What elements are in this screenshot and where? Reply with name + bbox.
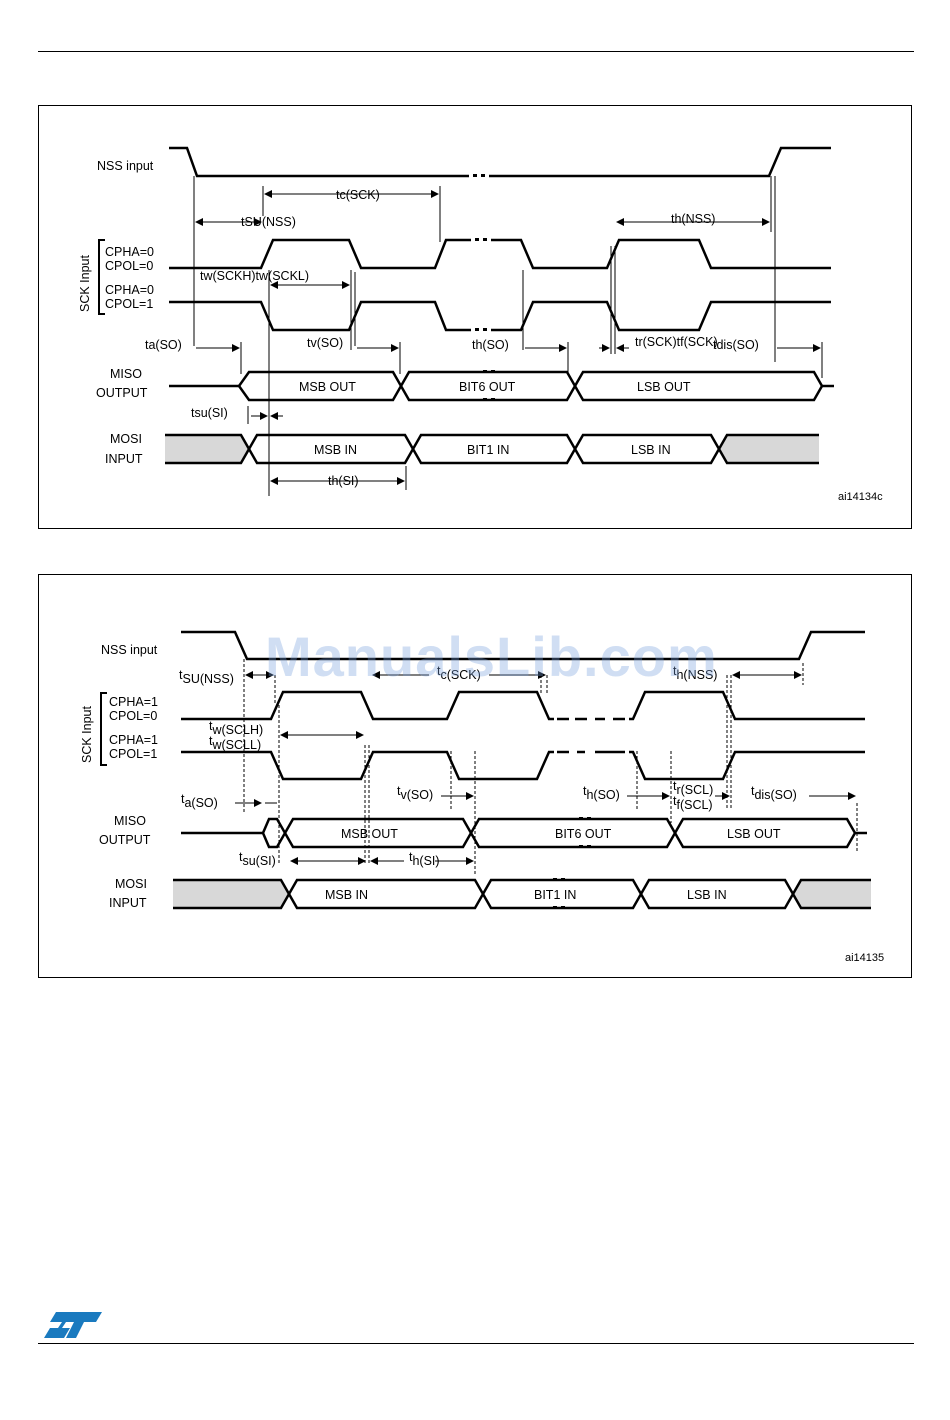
figure-1-panel: NSS input SCK Input CPHA=0 CPOL=0 CPHA=0… [38, 105, 912, 529]
bit1-in-label: BIT1 IN [534, 888, 576, 902]
th-si-label: th(SI) [328, 474, 359, 488]
msb-in-label: MSB IN [314, 443, 357, 457]
mosi-label: MOSI [115, 877, 147, 891]
sck-cpol1-waveform [181, 750, 554, 781]
sck-input-label: SCK Input [78, 254, 92, 312]
sck-cpol0-waveform-b [491, 238, 831, 270]
tsu-si-label: tsu(SI) [191, 406, 228, 420]
sck-cpol1-waveform-b [629, 750, 865, 781]
msb-out-label: MSB OUT [299, 380, 356, 394]
th-so-label: th(SO) [472, 338, 509, 352]
cpol1-label: CPOL=1 [105, 297, 153, 311]
tv-so-label: tv(SO) [307, 336, 343, 350]
miso-lsb-out [573, 370, 824, 402]
miso-output-label: OUTPUT [99, 833, 151, 847]
miso-output-label: OUTPUT [96, 386, 148, 400]
lsb-out-label: LSB OUT [727, 827, 781, 841]
tf-scl-label: tf(SCL) [673, 794, 713, 812]
tr-scl-label: tr(SCL) [673, 779, 713, 797]
lsb-in-label: LSB IN [687, 888, 727, 902]
cpha1-label: CPHA=1 [109, 695, 158, 709]
th-nss-label: th(NSS) [673, 664, 717, 682]
tdis-so-label: tdis(SO) [751, 784, 797, 802]
msb-out-label: MSB OUT [341, 827, 398, 841]
sck-input-bracket [100, 692, 107, 766]
tsu-nss-label: tSU(NSS) [179, 668, 234, 686]
miso-hiz [261, 817, 287, 849]
mosi-dont-care-start [173, 880, 289, 908]
nss-label: NSS input [101, 643, 158, 657]
mosi-dont-care-start [165, 435, 249, 463]
mosi-input-label: INPUT [105, 452, 143, 466]
nss-waveform [169, 146, 469, 178]
sck-input-label: SCK Input [80, 705, 94, 763]
mosi-input-label: INPUT [109, 896, 147, 910]
tr-tf-label: tr(SCK)tf(SCK) [635, 335, 718, 349]
cpol1-label: CPOL=1 [109, 747, 157, 761]
figure-2-panel: NSS input SCK Input CPHA=1 CPOL=0 CPHA=1… [38, 574, 912, 978]
cpha0-label: CPHA=0 [105, 245, 154, 259]
mosi-label: MOSI [110, 432, 142, 446]
nss-waveform [181, 630, 865, 661]
bit1-in-label: BIT1 IN [467, 443, 509, 457]
nss-label: NSS input [97, 159, 154, 173]
sck-cpol1-waveform [169, 300, 471, 332]
ta-so-label: ta(SO) [181, 792, 218, 810]
mosi-msb-in [287, 878, 485, 910]
mosi-dont-care-end [793, 880, 871, 908]
sck-cpol0-waveform-b [629, 690, 865, 721]
miso-label: MISO [114, 814, 146, 828]
tdis-so-label: tdis(SO) [713, 338, 759, 352]
mosi-dont-care-end [719, 435, 819, 463]
miso-label: MISO [110, 367, 142, 381]
lsb-in-label: LSB IN [631, 443, 671, 457]
sck-cpol1-waveform-b [491, 300, 831, 332]
cpol0-label: CPOL=0 [105, 259, 153, 273]
sck-input-bracket [98, 239, 105, 315]
st-logo-icon: ST [44, 1310, 102, 1338]
top-rule [38, 51, 914, 52]
bit6-out-label: BIT6 OUT [555, 827, 612, 841]
sck-cpol0-waveform [169, 238, 471, 270]
th-nss-label: th(NSS) [671, 212, 715, 226]
tsu-nss-label: tSU(NSS) [241, 215, 296, 229]
logo-text: ST [44, 1310, 46, 1311]
cpha0b-label: CPHA=0 [105, 283, 154, 297]
tc-sck-label: tc(SCK) [437, 664, 481, 682]
sck-cpol0-waveform [181, 690, 554, 721]
th-si-label: th(SI) [409, 850, 440, 868]
figure-2-id: ai14135 [845, 952, 884, 964]
figure-1-timing-diagram: NSS input SCK Input CPHA=0 CPOL=0 CPHA=0… [78, 146, 883, 503]
tw-sck-label: tw(SCKH)tw(SCKL) [200, 269, 309, 283]
cpol0-label: CPOL=0 [109, 709, 157, 723]
tsu-si-label: tsu(SI) [239, 850, 276, 868]
msb-in-label: MSB IN [325, 888, 368, 902]
figure-2-timing-diagram: NSS input SCK Input CPHA=1 CPOL=0 CPHA=1… [80, 630, 884, 964]
th-so-label: th(SO) [583, 784, 620, 802]
figure-1-id: ai14134c [838, 491, 883, 503]
nss-waveform-end [489, 146, 831, 178]
lsb-out-label: LSB OUT [637, 380, 691, 394]
cpha1b-label: CPHA=1 [109, 733, 158, 747]
bottom-rule [38, 1343, 914, 1344]
bit6-out-label: BIT6 OUT [459, 380, 516, 394]
ta-so-label: ta(SO) [145, 338, 182, 352]
tv-so-label: tv(SO) [397, 784, 433, 802]
tc-sck-label: tc(SCK) [336, 188, 380, 202]
tw-sclh-label: tw(SCLH) [209, 719, 263, 737]
tw-scll-label: tw(SCLL) [209, 734, 261, 752]
